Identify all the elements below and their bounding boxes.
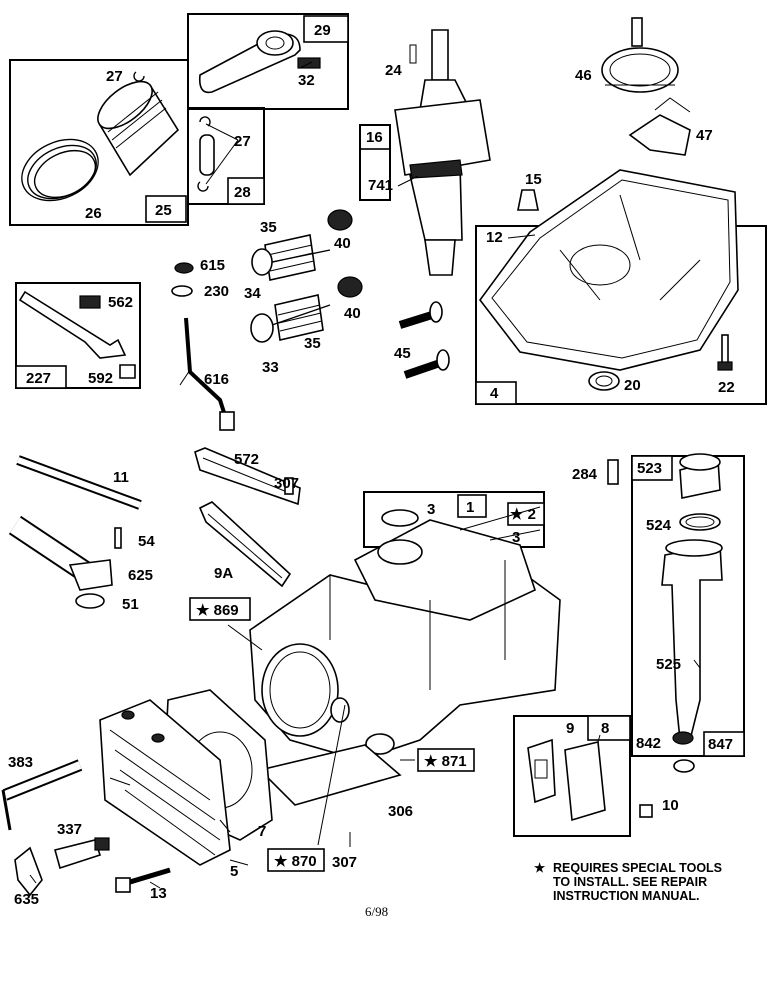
callout-230: 230 (204, 283, 229, 300)
callout-3a: 3 (427, 501, 435, 518)
callout-10: 10 (662, 797, 679, 814)
callout-7: 7 (258, 823, 266, 840)
assembly-28: 28 (234, 184, 251, 201)
wrist-pin-assembly (187, 107, 265, 205)
callout-562: 562 (108, 294, 133, 311)
assembly-523: 523 (637, 460, 662, 477)
leader-lines (29, 61, 701, 889)
cam-gear (601, 17, 679, 93)
callout-15: 15 (525, 171, 542, 188)
piston-rings (21, 138, 99, 202)
callout-9a: 9A (214, 565, 233, 582)
footer-code: 6/98 (365, 904, 388, 919)
breather-tube (16, 455, 142, 510)
assembly-1: 1 (466, 499, 474, 516)
assembly-870: ★ 870 (274, 853, 317, 870)
connecting-rod-assembly (187, 13, 349, 110)
callout-5: 5 (230, 863, 238, 880)
callout-32: 32 (298, 72, 315, 89)
callout-635: 635 (14, 891, 39, 908)
callout-34: 34 (244, 285, 261, 302)
callout-625: 625 (128, 567, 153, 584)
callout-525: 525 (656, 656, 681, 673)
callout-383: 383 (8, 754, 33, 771)
callout-615: 615 (200, 257, 225, 274)
governor (628, 97, 691, 156)
tappets (398, 301, 450, 379)
callout-35a: 35 (260, 219, 277, 236)
callout-45: 45 (394, 345, 411, 362)
gaskets (194, 447, 301, 588)
cylinder-block (249, 491, 561, 806)
assembly-tags: 29 25 28 16 4 227 1 ★ 2 ★ 869 ★ 871 ★ 87… (26, 22, 733, 870)
assembly-8: 8 (601, 720, 609, 737)
callout-20: 20 (624, 377, 641, 394)
note-star: ★ (534, 861, 546, 875)
assembly-16: 16 (366, 129, 383, 146)
clip (133, 71, 145, 82)
callout-13: 13 (150, 885, 167, 902)
callout-3b: 3 (512, 529, 520, 546)
callout-524: 524 (646, 517, 672, 534)
callout-741: 741 (368, 177, 393, 194)
callout-307a: 307 (274, 475, 299, 492)
callout-337: 337 (57, 821, 82, 838)
callout-24: 24 (385, 62, 402, 79)
breather-cover-assembly (513, 715, 653, 837)
callout-616: 616 (204, 371, 229, 388)
callout-11: 11 (113, 469, 129, 486)
bracket-assembly (15, 282, 141, 389)
callout-51: 51 (122, 596, 139, 613)
cylinder-head (99, 689, 273, 866)
callout-54: 54 (138, 533, 155, 550)
callout-307b: 307 (332, 854, 357, 871)
assembly-25: 25 (155, 202, 172, 219)
assembly-847: 847 (708, 736, 733, 753)
crankshaft (359, 29, 491, 276)
callout-27b: 27 (234, 133, 251, 150)
callout-284: 284 (572, 466, 598, 483)
valve-train (171, 209, 363, 431)
crankcase-sump (475, 169, 767, 405)
callout-26: 26 (85, 205, 102, 222)
callout-46: 46 (575, 67, 592, 84)
tag-frames (189, 597, 475, 872)
callout-592: 592 (88, 370, 113, 387)
callout-842: 842 (636, 735, 661, 752)
assembly-869: ★ 869 (196, 602, 239, 619)
piston (97, 80, 180, 177)
muffler-pipe (8, 515, 122, 609)
assembly-29: 29 (314, 22, 331, 39)
assembly-4: 4 (490, 385, 499, 402)
assembly-227: 227 (26, 370, 51, 387)
callout-12: 12 (486, 229, 503, 246)
note-line-2: TO INSTALL. SEE REPAIR (553, 875, 707, 889)
callout-40b: 40 (344, 305, 361, 322)
note-line-1: REQUIRES SPECIAL TOOLS (553, 861, 722, 875)
assembly-2: ★ 2 (510, 506, 536, 523)
note-line-3: INSTRUCTION MANUAL. (553, 889, 700, 903)
callout-35b: 35 (304, 335, 321, 352)
callout-22: 22 (718, 379, 735, 396)
callout-27a: 27 (106, 68, 123, 85)
spark-plug-parts (1, 759, 171, 897)
callout-47: 47 (696, 127, 713, 144)
callout-33: 33 (262, 359, 279, 376)
piston-assembly (9, 59, 189, 226)
assembly-871: ★ 871 (424, 753, 467, 770)
callout-572: 572 (234, 451, 259, 468)
special-tools-note: ★ REQUIRES SPECIAL TOOLS TO INSTALL. SEE… (534, 861, 722, 903)
oil-fill-assembly (607, 453, 745, 773)
callout-40a: 40 (334, 235, 351, 252)
callout-labels: 24 27 32 27 26 46 47 741 15 12 35 40 615… (8, 62, 735, 908)
callout-306: 306 (388, 803, 413, 820)
callout-9: 9 (566, 720, 574, 737)
